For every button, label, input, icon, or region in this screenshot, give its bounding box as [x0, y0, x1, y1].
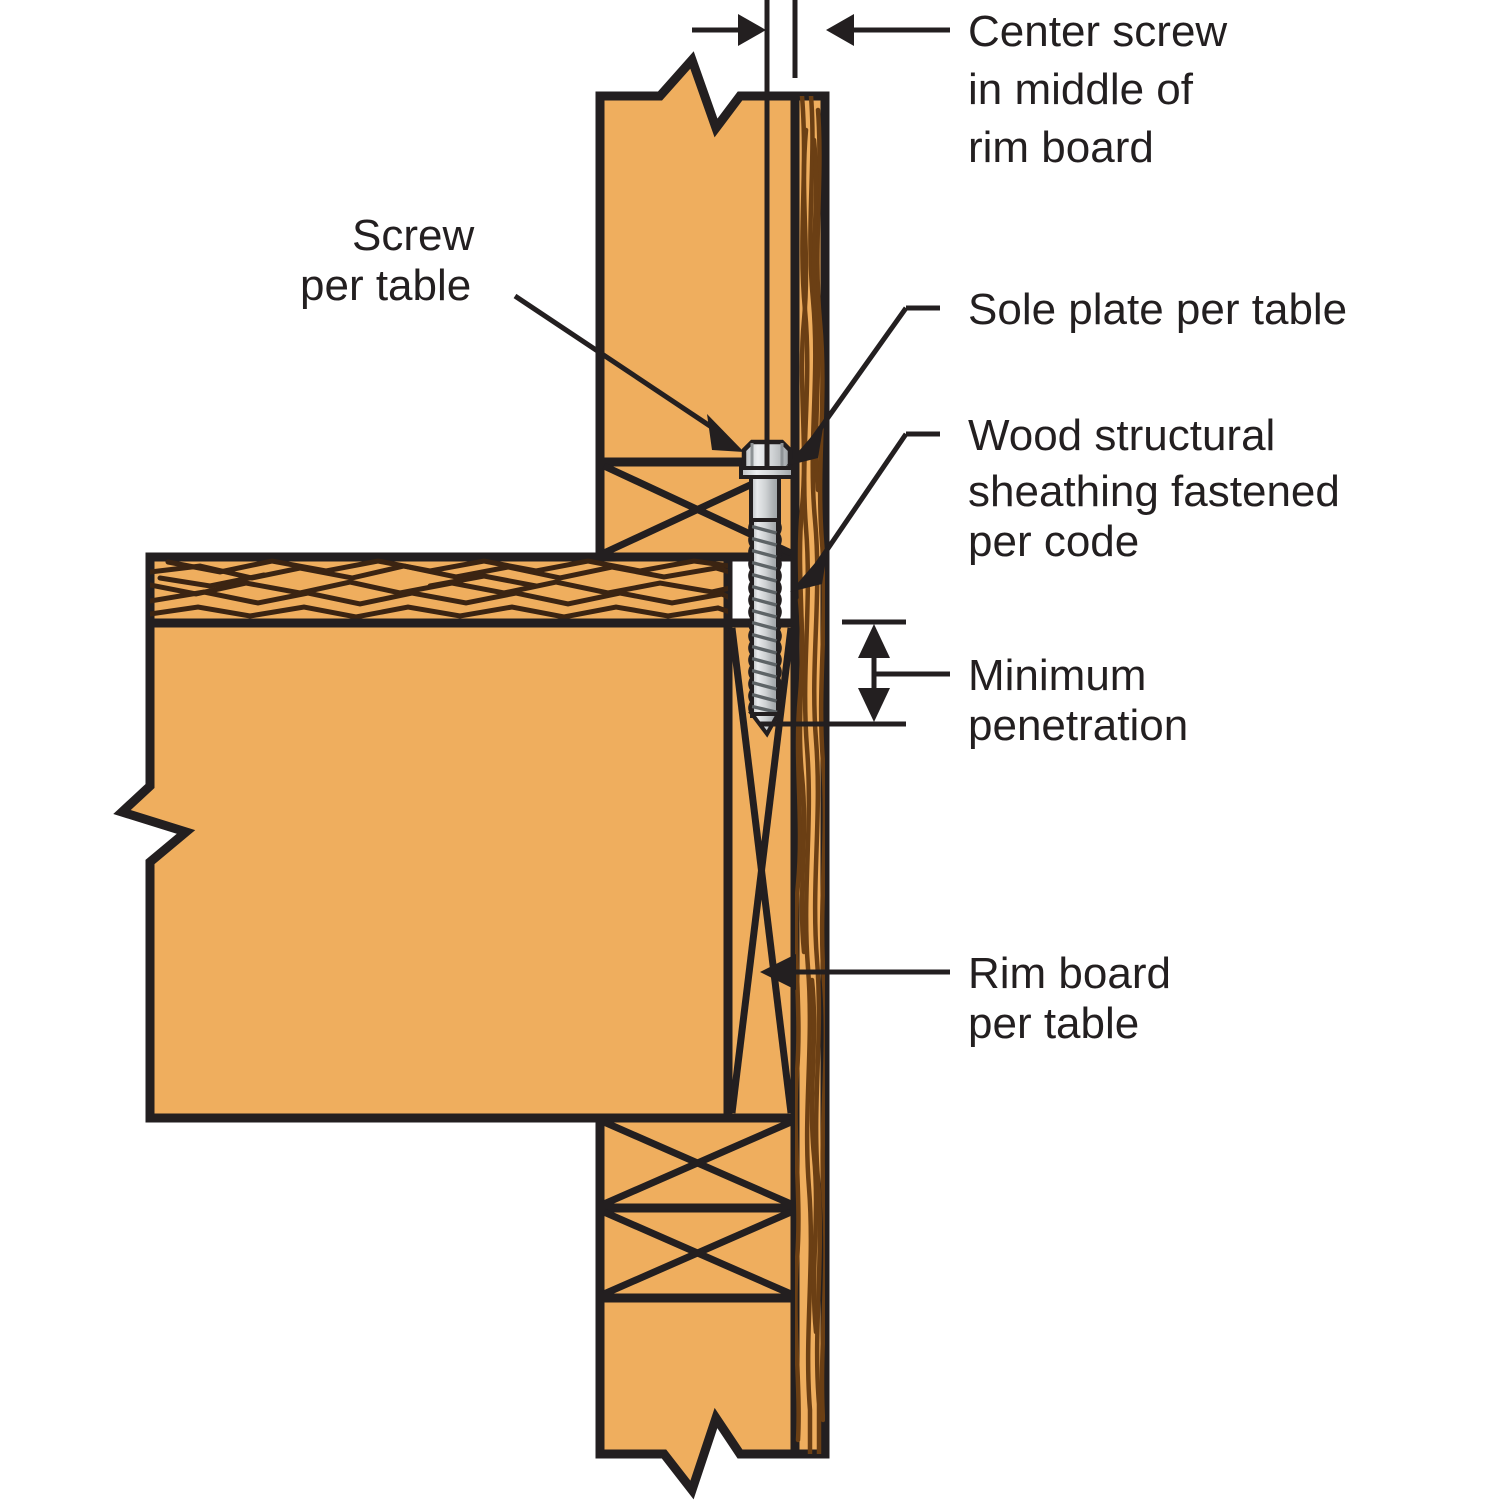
callout-wood-sheathing-line-2: sheathing fastened: [968, 467, 1340, 516]
callout-center-screw: Center screw in middle of rim board: [968, 7, 1239, 172]
callout-center-screw-line-3: rim board: [968, 123, 1154, 172]
callout-rim-board-line-2: per table: [968, 999, 1139, 1048]
screw: [739, 439, 795, 738]
lower-stud: [595, 1293, 800, 1500]
callout-screw-per-table: Screw per table: [300, 211, 486, 310]
wall-sheathing-grain: [795, 96, 825, 1454]
callout-wood-sheathing-line-3: per code: [968, 517, 1139, 566]
screw-thread-edges: [748, 521, 782, 715]
callout-sole-plate: Sole plate per table: [968, 285, 1347, 334]
callout-sole-plate-line-1: Sole plate per table: [968, 285, 1347, 334]
callout-rim-board: Rim board per table: [968, 949, 1183, 1048]
screw-shank: [749, 475, 781, 524]
screw-thread-lines: [749, 524, 781, 715]
top-plate-lower-x-mark: [602, 1208, 793, 1298]
wood-assembly: [113, 51, 830, 1500]
callout-min-pen-line-1: Minimum: [968, 651, 1146, 700]
callout-min-pen-line-2: penetration: [968, 701, 1188, 750]
wood-sheathing-leader: [790, 431, 940, 592]
callout-wood-sheathing-line-1: Wood structural: [968, 411, 1275, 460]
callout-center-screw-line-2: in middle of: [968, 65, 1194, 114]
callout-screw-line-2: per table: [300, 261, 471, 310]
floor-sheathing-texture: [150, 558, 728, 620]
floor-joist: [113, 618, 733, 1123]
callout-center-screw-line-1: Center screw: [968, 7, 1227, 56]
callout-minimum-penetration: Minimum penetration: [968, 651, 1188, 750]
minimum-penetration-dimension: [760, 619, 950, 727]
top-plate-upper-x-mark: [602, 1118, 793, 1208]
callout-screw-line-1: Screw: [352, 211, 474, 260]
center-screw-dimension: [692, 0, 950, 470]
sole-plate-leader: [786, 305, 940, 466]
rim-board-leader: [760, 954, 950, 990]
callout-rim-board-line-1: Rim board: [968, 949, 1171, 998]
callout-wood-sheathing: Wood structural sheathing fastened per c…: [968, 411, 1352, 566]
screw-per-table-leader: [513, 293, 744, 452]
